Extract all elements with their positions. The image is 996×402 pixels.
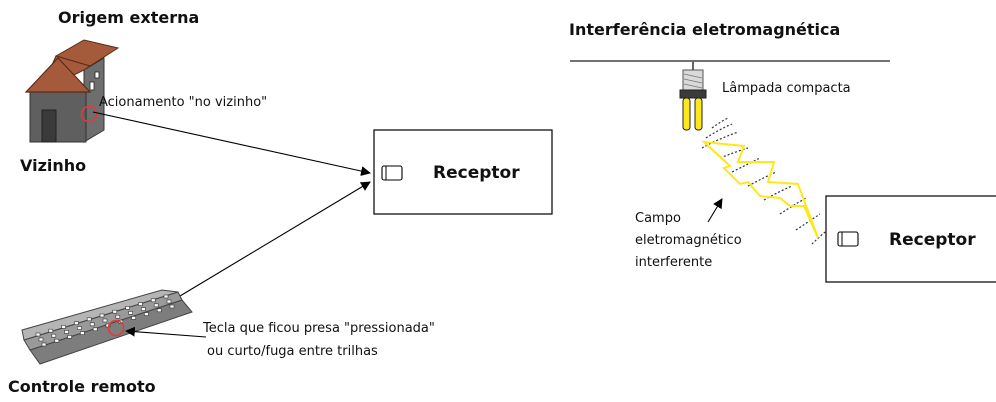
remote-button [35,332,41,337]
remote-button [48,328,54,333]
remote-button [144,312,149,316]
remote-button [64,330,69,334]
remote-button [115,314,121,319]
remote-button [92,327,98,332]
house-highlight-circle [80,105,98,123]
remote-button [156,308,162,313]
em-field-waves [701,117,831,245]
house-to-receiver-arrow [92,111,371,176]
remote-button [77,326,82,330]
remote-button [153,303,159,308]
remote-button [99,313,105,318]
remote-button [61,325,66,329]
remote-button [41,342,47,347]
remote-button [38,337,44,342]
lightning-bolt [701,140,819,239]
remote-callout-line2: ou curto/fuga entre trilhas [207,344,378,359]
remote-button [166,299,172,304]
remote-button [150,298,156,303]
remote-to-receiver-arrow [169,181,371,303]
left-receiver-label: Receptor [433,163,520,183]
remote-button [141,307,146,311]
remote-callout-line1: Tecla que ficou presa "pressionada" [203,321,435,336]
remote-button [89,322,95,327]
field-label-line3: interferente [635,255,713,270]
lamp-label: Lâmpada compacta [722,81,851,96]
compact-lamp-icon [679,61,707,131]
remote-callout-arrow [125,326,207,338]
remote-button [163,294,169,299]
remote-button [80,331,85,335]
remote-button [169,304,175,309]
house-icon [24,39,120,143]
left-receiver-box [373,129,553,215]
house-label: Vizinho [20,156,87,175]
remote-button [138,302,143,306]
remote-button [86,317,92,322]
field-label-line2: eletromagnético [635,233,742,248]
remote-button [74,321,79,325]
left-receiver-sensor-icon [381,165,403,181]
remote-button [128,311,133,315]
remote-button [102,318,108,323]
right-receiver-sensor-icon [837,231,859,247]
remote-button [131,316,136,320]
remote-control-icon [21,289,193,365]
remote-highlight-circle [107,319,125,337]
remote-button [125,306,130,310]
remote-button [51,333,57,338]
field-label-line1: Campo [635,211,681,226]
left-panel-title: Origem externa [58,8,200,27]
remote-button [112,309,118,314]
remote-button [67,335,72,339]
house-callout-label: Acionamento "no vizinho" [99,95,268,110]
em-field-callout-arrow [707,198,723,223]
right-panel-title: Interferência eletromagnética [569,20,841,39]
right-receiver-label: Receptor [889,230,976,250]
remote-button [54,338,60,343]
remote-label: Controle remoto [8,377,156,396]
